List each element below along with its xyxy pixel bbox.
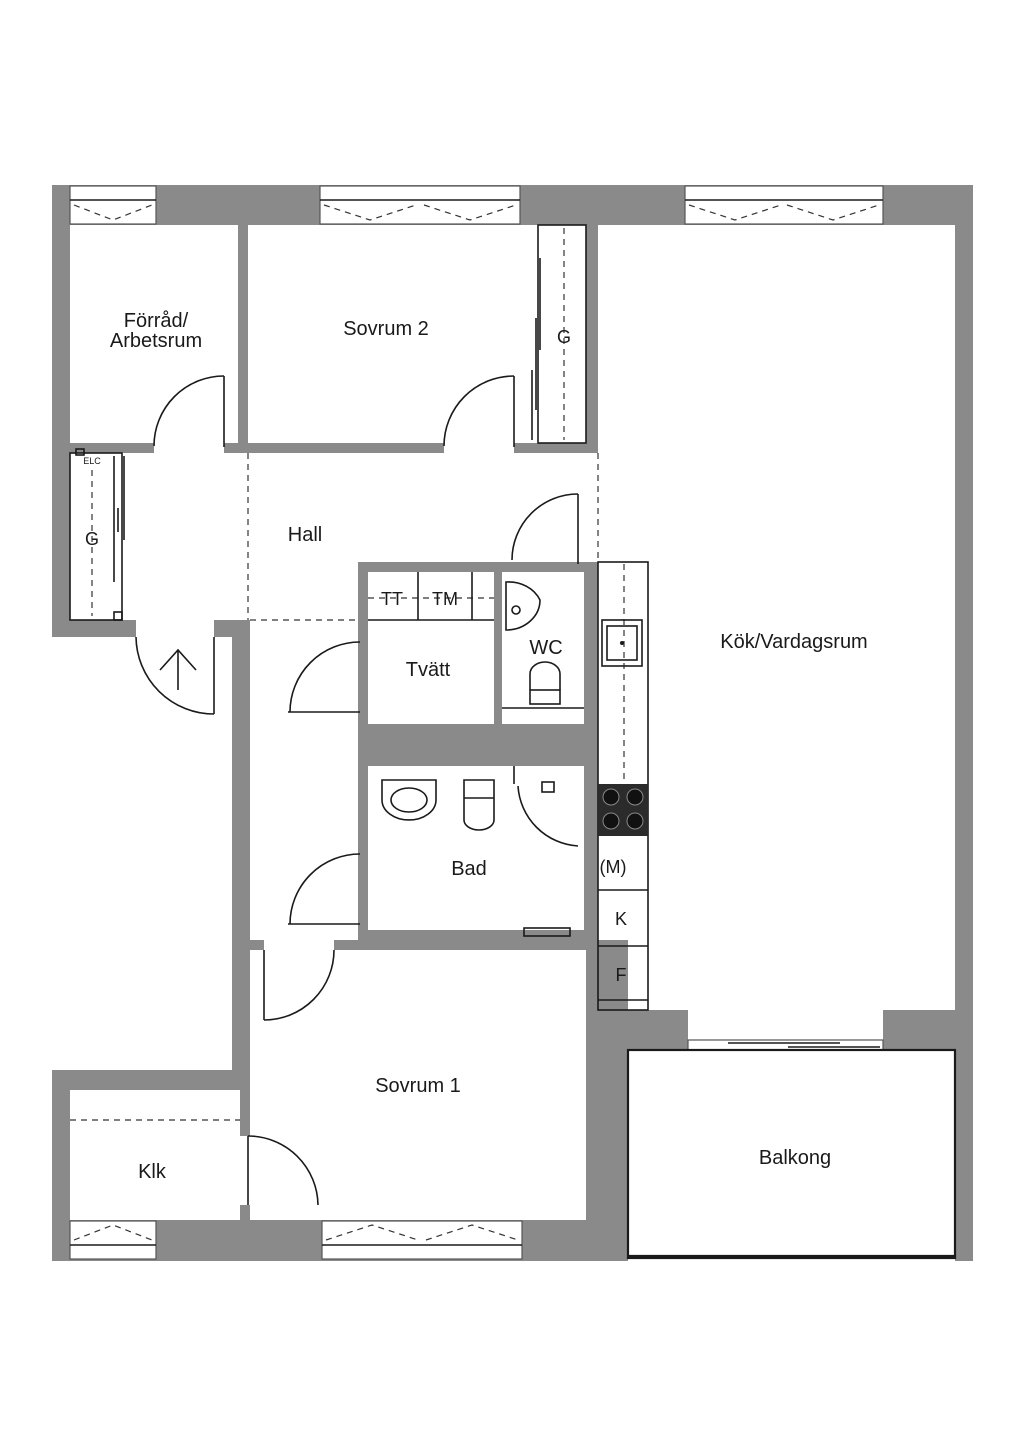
sanitary-fixtures (368, 572, 584, 937)
fridge-label: K (615, 909, 627, 929)
washing-machine-label: TM (432, 589, 458, 609)
doors (135, 375, 579, 1206)
room-label-forrad-1: Förråd/ (124, 310, 189, 332)
room-label-hall: Hall (288, 524, 322, 546)
zone-lines (70, 453, 625, 1121)
wardrobe-label-top: G (557, 327, 571, 347)
room-label-klk: Klk (138, 1161, 167, 1183)
room-label-tvatt: Tvätt (406, 659, 451, 681)
room-label-wc: WC (529, 637, 562, 659)
microwave-label: (M) (600, 857, 627, 877)
wardrobe-label-hall: G (85, 529, 99, 549)
room-label-kok: Kök/Vardagsrum (720, 631, 867, 653)
tumble-dryer-label: TT (381, 589, 403, 609)
room-label-balkong: Balkong (759, 1147, 831, 1169)
fixture-labels: G G ELC TT TM (M) K F (83, 327, 627, 985)
windows (69, 185, 884, 1260)
room-labels: Förråd/ Arbetsrum Sovrum 2 Hall Kök/Vard… (110, 310, 868, 1183)
elc-label: ELC (83, 456, 101, 466)
room-label-bad: Bad (451, 858, 487, 880)
walls (52, 185, 973, 1261)
freezer-label: F (616, 965, 627, 985)
balcony (626, 1048, 957, 1260)
room-label-forrad-2: Arbetsrum (110, 330, 202, 352)
wardrobes (69, 224, 587, 621)
kitchen-counter (597, 561, 649, 1011)
room-label-sovrum1: Sovrum 1 (375, 1075, 461, 1097)
room-label-sovrum2: Sovrum 2 (343, 318, 429, 340)
